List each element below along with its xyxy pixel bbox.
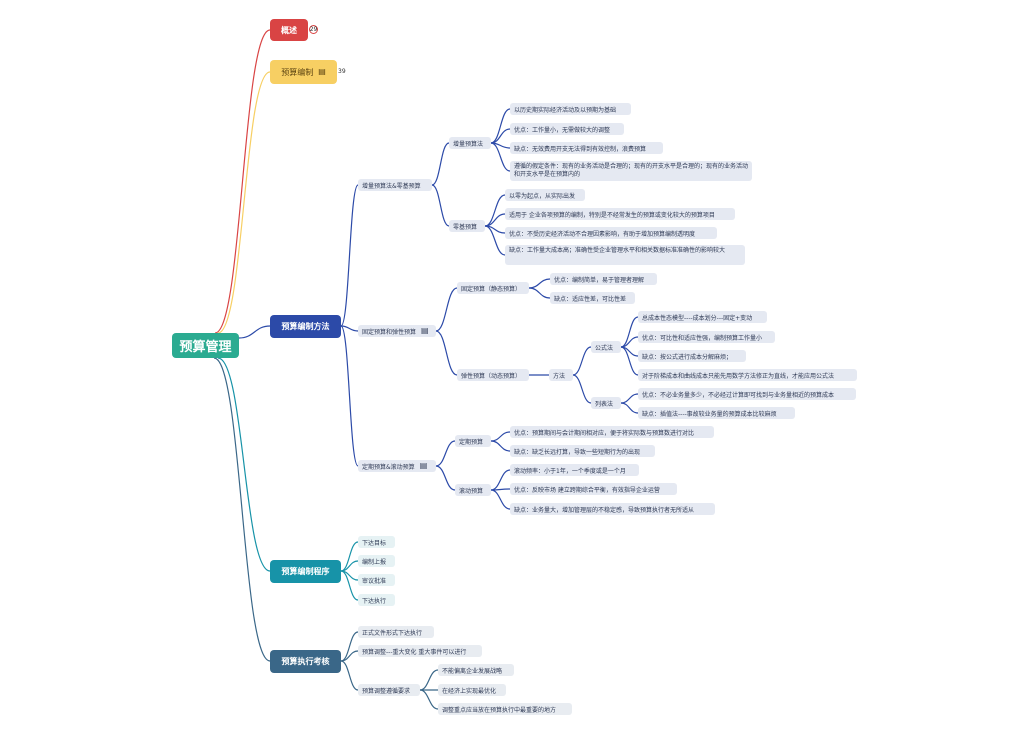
leaf[interactable]: 审议批准: [358, 574, 395, 586]
leaf[interactable]: 缺点：插值法----事故较业务量的预算成本比较麻烦: [638, 407, 795, 419]
node-zero-based[interactable]: 零基预算: [449, 220, 485, 232]
leaf[interactable]: 优点：可比性和适应性强，编制预算工作量小: [638, 331, 775, 343]
connector-line: [490, 469, 511, 491]
leaf[interactable]: 优点：工作量小，无需做较大的调整: [510, 123, 624, 135]
branch-budget-compile-label: 预算编制: [281, 67, 314, 77]
node-periodic-budget[interactable]: 定期预算: [455, 435, 491, 447]
connector-line: [572, 346, 592, 376]
connector-line: [435, 330, 458, 376]
connector-line: [340, 184, 359, 327]
branch-methods[interactable]: 预算编制方法: [270, 315, 341, 338]
node-rolling-budget[interactable]: 滚动预算: [455, 484, 491, 496]
connector-line: [490, 108, 511, 144]
connector-line: [490, 431, 511, 442]
connector-line: [340, 660, 359, 691]
branch-overview[interactable]: 概述: [270, 19, 308, 41]
node-fixed-budget[interactable]: 固定预算（静态预算）: [457, 282, 529, 294]
connector-line: [340, 325, 359, 467]
leaf[interactable]: 优点：不受历史经济活动不合理因素影响，有助于增加预算编制透明度: [505, 227, 717, 239]
overview-count-badge[interactable]: 29: [309, 25, 318, 34]
connector-line: [340, 570, 359, 601]
note-icon[interactable]: ▤: [421, 326, 429, 335]
branch-budget-compile[interactable]: 预算编制 ▤: [270, 60, 337, 84]
leaf[interactable]: 缺点：无效费用开支无法得到有效控制，浪费预算: [510, 142, 663, 154]
note-icon[interactable]: ▤: [318, 67, 326, 76]
connector-line: [214, 29, 271, 334]
connector-line: [419, 669, 439, 691]
note-icon[interactable]: ▤: [419, 461, 428, 470]
leaf[interactable]: 总成本性态模型----成本划分---固定+变动: [638, 311, 767, 323]
leaf[interactable]: 适用于 企业各项预算的编制，特别是不经常发生的预算或变化较大的预算项目: [505, 208, 735, 220]
connector-line: [620, 393, 639, 404]
node-incremental-method[interactable]: 增量预算法: [449, 137, 491, 149]
node-fixed-flexible-label: 固定预算和弹性预算: [362, 328, 417, 336]
leaf[interactable]: 缺点：工作量大成本高；准确性受企业管理水平和相关数据标准准确性的影响较大: [505, 245, 745, 265]
connector-line: [238, 325, 271, 339]
leaf[interactable]: 下达执行: [358, 594, 395, 606]
branch-execution[interactable]: 预算执行考核: [270, 650, 341, 673]
leaf[interactable]: 不能偏离企业发展战略: [438, 664, 514, 676]
connector-line: [435, 287, 458, 332]
leaf[interactable]: 对于阶梯成本和曲线成本只能先用数学方法修正为直线，才能应用公式法: [638, 369, 857, 381]
node-list-method[interactable]: 列表法: [591, 397, 621, 409]
node-method[interactable]: 方法: [549, 369, 573, 381]
leaf[interactable]: 遵循的假定条件：现有的业务活动是合理的；现有的开支水平是合理的；现有的业务活动和…: [510, 161, 752, 181]
leaf[interactable]: 缺点：业务量大，增加管理层的不稳定感，导致预算执行者无所适从: [510, 503, 715, 515]
connector-line: [340, 650, 359, 662]
budget-compile-count-badge[interactable]: 39: [338, 68, 346, 75]
leaf[interactable]: 以零为起点，从实际出发: [505, 189, 585, 201]
connector-line: [340, 325, 359, 332]
leaf[interactable]: 调整重点应当放在预算执行中最重要的地方: [438, 703, 572, 715]
connector-line: [572, 374, 592, 404]
leaf[interactable]: 编制上报: [358, 555, 395, 567]
leaf[interactable]: 优点：编制简单，易于管理者理解: [550, 273, 657, 285]
leaf[interactable]: 优点：不必业务量多少，不必经过计算即可找到与业务量相近的预算成本: [638, 388, 856, 400]
connector-line: [528, 278, 551, 289]
connector-line: [435, 440, 456, 467]
connector-line: [419, 689, 439, 710]
leaf[interactable]: 预算调整---重大变化 重大事件可以进行: [358, 645, 482, 657]
leaf[interactable]: 优点：反映市场 建立跨期综合平衡，有效指导企业运营: [510, 483, 677, 495]
connector-line: [490, 142, 511, 172]
connector-line: [431, 184, 450, 227]
leaf[interactable]: 下达目标: [358, 536, 395, 548]
leaf[interactable]: 正式文件形式下达执行: [358, 626, 434, 638]
connector-line: [431, 142, 450, 186]
connector-line: [213, 357, 271, 662]
node-periodic-rolling[interactable]: 定期预算&滚动预算 ▤: [358, 460, 436, 472]
leaf[interactable]: 以历史期实际经济活动及以预期为基础: [510, 103, 631, 115]
connector-line: [217, 357, 271, 572]
branch-procedure[interactable]: 预算编制程序: [270, 560, 341, 583]
leaf[interactable]: 缺点：适应性差，可比性差: [550, 292, 635, 304]
connector-line: [490, 489, 511, 510]
node-fixed-flexible[interactable]: 固定预算和弹性预算 ▤: [358, 325, 436, 337]
connector-line: [490, 128, 511, 144]
leaf[interactable]: 滚动频率：小于1年，一个季度或是一个月: [510, 464, 639, 476]
connector-line: [217, 71, 271, 334]
connector-line: [484, 225, 506, 256]
root-node[interactable]: 预算管理: [172, 333, 239, 358]
connector-line: [435, 465, 456, 491]
connector-line: [484, 194, 506, 227]
leaf[interactable]: 优点：预算期间与会计期间相对应，便于将实际数与预算数进行对比: [510, 426, 714, 438]
leaf[interactable]: 在经济上实现最优化: [438, 684, 506, 696]
connector-line: [528, 287, 551, 299]
leaf[interactable]: 缺点：按公式进行成本分解麻烦；: [638, 350, 746, 362]
node-periodic-rolling-label: 定期预算&滚动预算: [362, 463, 415, 471]
connector-line: [620, 402, 639, 414]
node-formula-method[interactable]: 公式法: [591, 341, 621, 353]
leaf[interactable]: 缺点：缺乏长远打算，导致一些短期行为的出现: [510, 445, 655, 457]
connector-line: [490, 440, 511, 452]
node-adjust-requirements[interactable]: 预算调整遵循要求: [358, 684, 420, 696]
node-flexible-budget[interactable]: 弹性预算（动态预算）: [457, 369, 529, 381]
node-incremental-zero-based[interactable]: 增量预算法&零基预算: [358, 179, 432, 191]
connector-line: [620, 346, 639, 376]
